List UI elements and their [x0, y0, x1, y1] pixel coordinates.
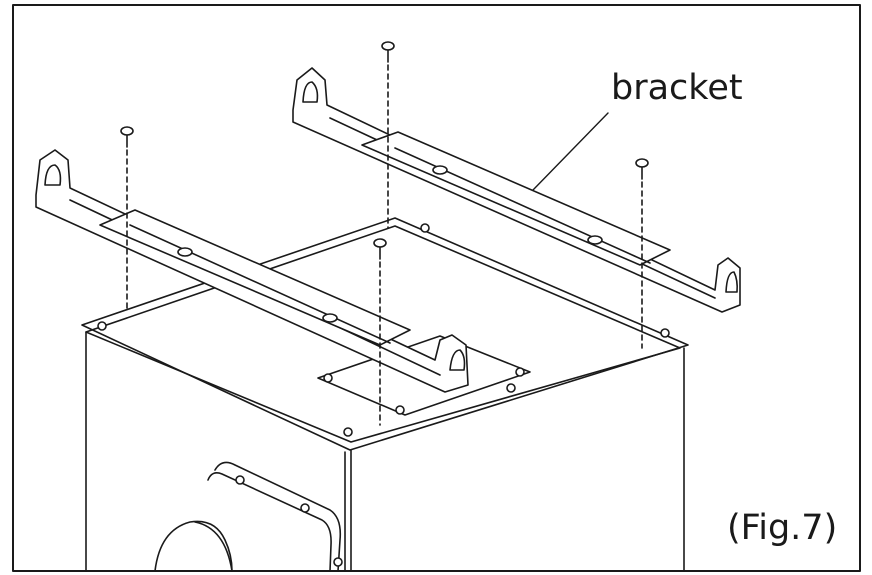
duct-collar [154, 520, 233, 572]
screw-icon [635, 158, 649, 180]
screw-holes [97, 223, 670, 567]
figure-frame [12, 4, 861, 572]
right-bracket [292, 67, 741, 313]
figure-number: (Fig.7) [727, 508, 838, 548]
left-bracket [35, 149, 469, 393]
duct-flange [214, 461, 342, 572]
screw-icon [381, 41, 395, 63]
alignment-guides [126, 64, 643, 426]
screw-icon [120, 126, 134, 148]
fan-unit-box [81, 217, 689, 572]
bracket-label: bracket [611, 68, 743, 108]
bracket-leader-line [532, 112, 609, 191]
screws [120, 41, 649, 260]
screw-icon [373, 238, 387, 260]
